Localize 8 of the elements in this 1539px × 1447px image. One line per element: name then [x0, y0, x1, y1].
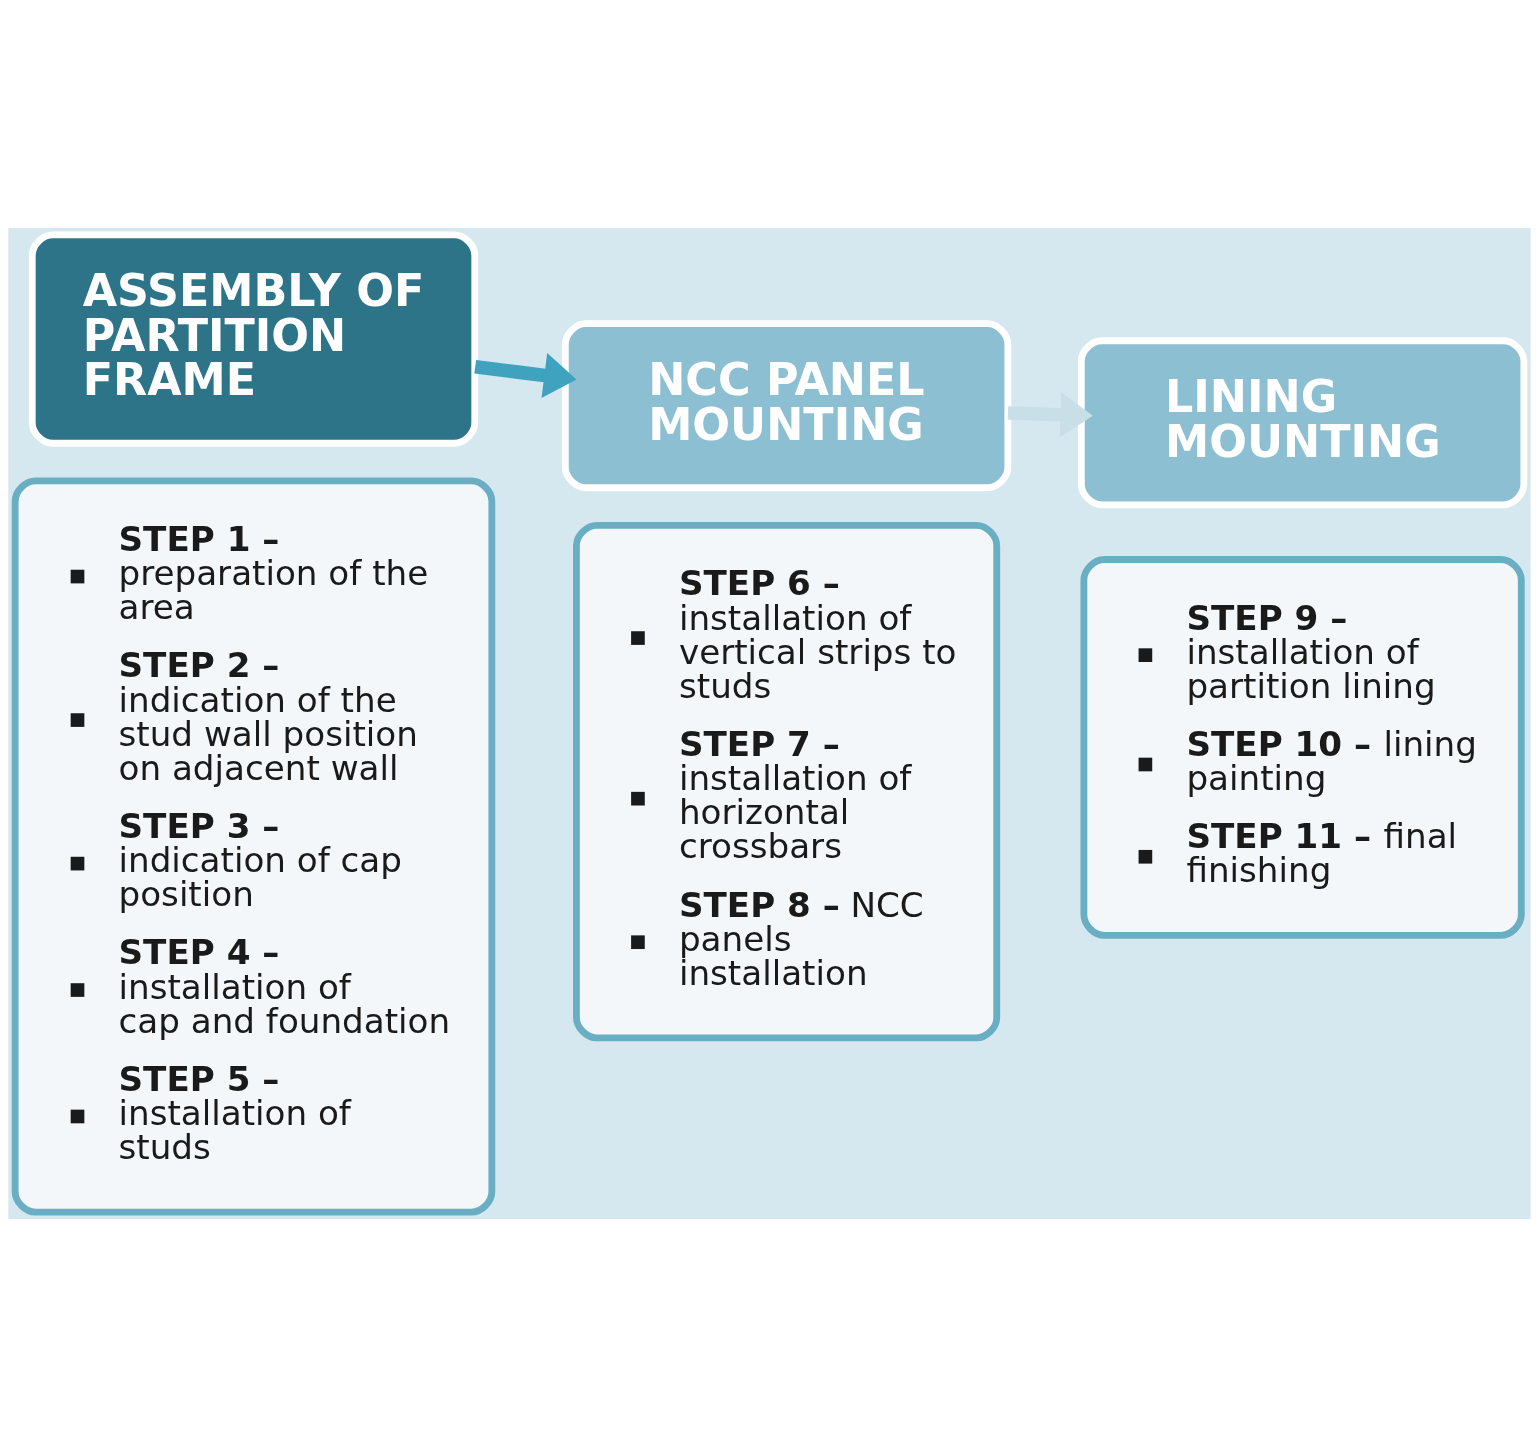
node-box: ASSEMBLY OF PARTITION FRAME: [28, 231, 479, 447]
node-box: NCC PANEL MOUNTING: [561, 320, 1012, 492]
arrow: [474, 352, 577, 398]
node-box: LINING MOUNTING: [1077, 337, 1528, 509]
node-box: STEP 6 – installation of vertical strips to studs STEP 7 – installation of horizontal crossbars STEP 8 – NCC panels installation: [573, 521, 1001, 1042]
arrow: [1007, 392, 1093, 438]
node-box: STEP 1 – preparation of the area STEP 2 – indication of the stud wall position on adjacent wall STEP 3 – indication of cap position STEP 4 – installation of cap and foundation STEP 5 – installation of studs: [11, 477, 496, 1216]
node-box: STEP 9 – installation of partition lining STEP 10 – lining painting STEP 11 – final finishing: [1080, 556, 1525, 939]
